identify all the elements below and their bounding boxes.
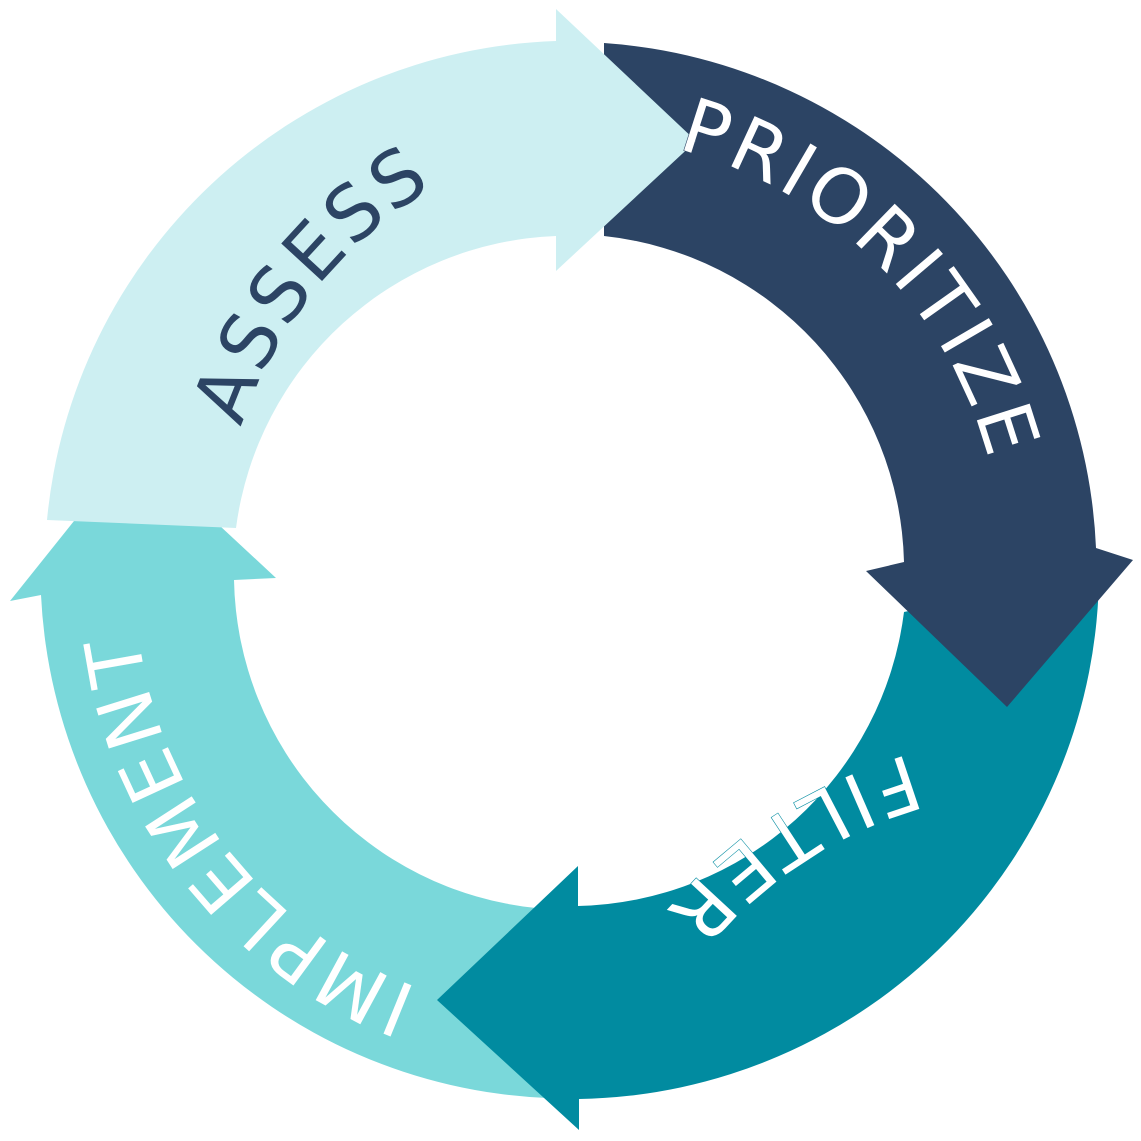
implement-arrow-segment xyxy=(10,446,547,1098)
assess-arrow-segment xyxy=(47,9,696,528)
prioritize-arrow-segment xyxy=(604,43,1133,707)
filter-arrow-segment xyxy=(437,570,1099,1130)
